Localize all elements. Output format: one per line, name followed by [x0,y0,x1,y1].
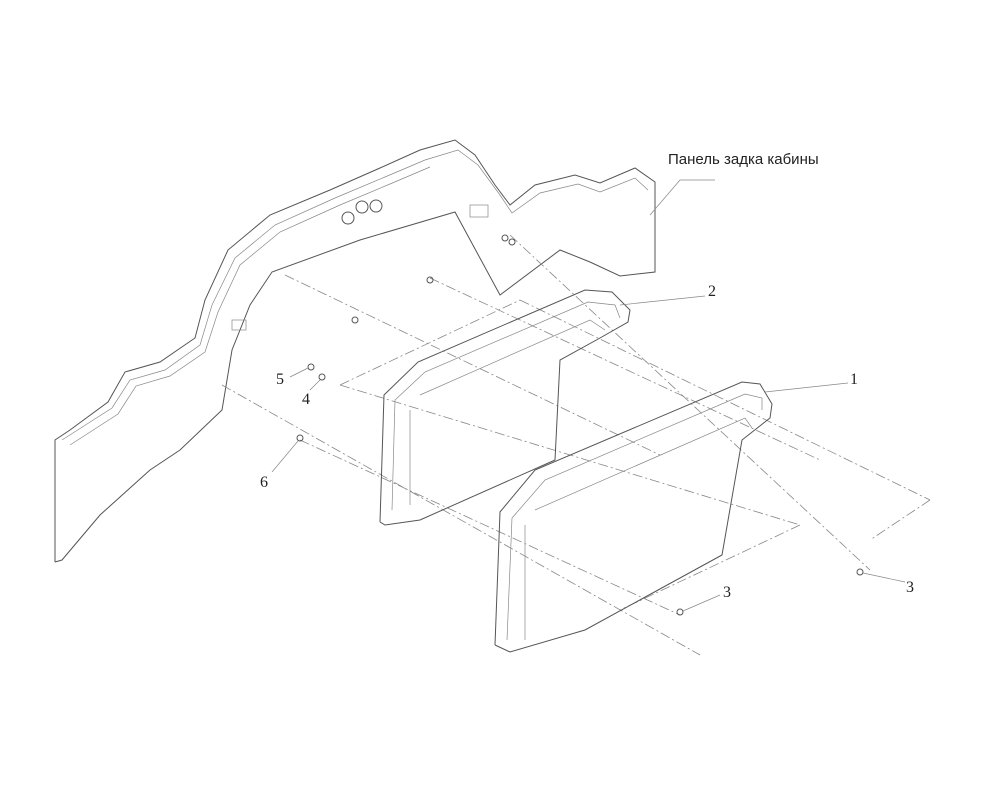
callout-2: 2 [708,283,716,300]
leader-lines [271,179,906,612]
callout-1: 1 [850,371,858,388]
assembly-axis-lines [221,234,931,656]
rear-cab-panel [54,139,656,563]
callout-3-right: 3 [906,579,914,596]
fender-part-2 [379,289,631,526]
callout-4: 4 [302,391,310,408]
fasteners [296,234,864,616]
callout-3-center: 3 [723,584,731,601]
callout-5: 5 [276,371,284,388]
callout-6: 6 [260,474,268,491]
rear-cab-panel-label: Панель задка кабины [668,151,819,168]
fender-part-1 [494,381,773,653]
